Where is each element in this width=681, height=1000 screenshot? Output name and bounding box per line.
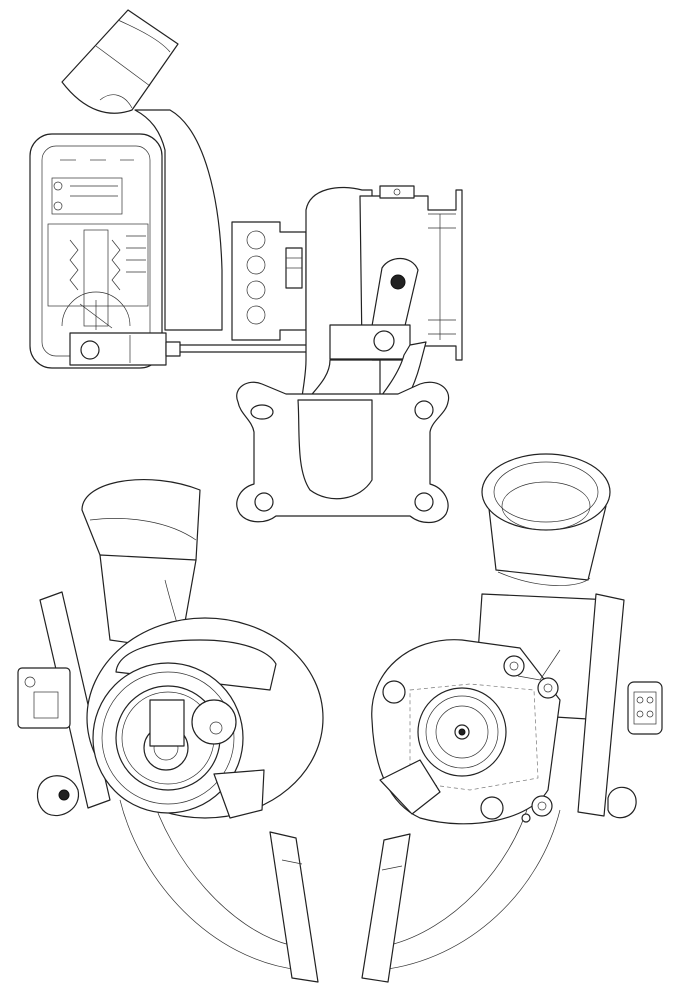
turbocharger-compressor-side-view bbox=[17, 479, 324, 983]
turbocharger-top-view bbox=[29, 9, 463, 524]
turbocharger-turbine-side-view bbox=[361, 453, 663, 983]
center-housing bbox=[231, 221, 307, 341]
wastegate-actuator bbox=[29, 133, 167, 369]
turbine-housing bbox=[236, 185, 463, 524]
inlet-elbow-pipe bbox=[61, 9, 223, 331]
